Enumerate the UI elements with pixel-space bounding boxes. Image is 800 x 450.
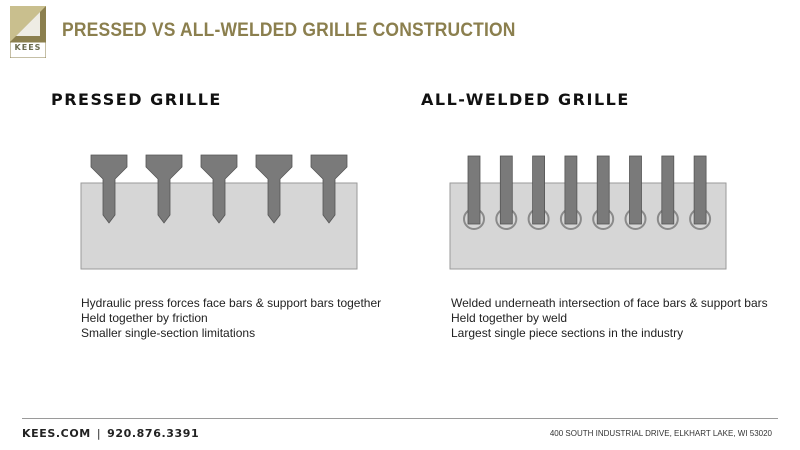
welded-grille-description: Welded underneath intersection of face b…	[451, 296, 768, 341]
welded-face-bar	[499, 155, 513, 225]
pressed-bullet-1: Hydraulic press forces face bars & suppo…	[81, 296, 382, 310]
footer-address: 400 SOUTH INDUSTRIAL DRIVE, ELKHART LAKE…	[549, 429, 772, 438]
welded-bullet-2: Held together by weld	[451, 311, 568, 325]
pressed-bullet-2: Held together by friction	[81, 311, 208, 325]
logo-wordmark: KEES	[14, 43, 42, 52]
pressed-bullet-3: Smaller single-section limitations	[81, 326, 256, 340]
welded-face-bar	[532, 155, 545, 225]
footer-separator: |	[96, 427, 102, 440]
pressed-face-bar	[145, 154, 183, 224]
welded-face-bar	[629, 155, 642, 225]
welded-support-bar	[449, 182, 727, 270]
welded-bullet-1: Welded underneath intersection of face b…	[451, 296, 768, 310]
welded-grille-diagram	[449, 155, 727, 270]
welded-bullet-3: Largest single piece sections in the ind…	[451, 326, 684, 340]
page-title: PRESSED VS ALL-WELDED GRILLE CONSTRUCTIO…	[62, 20, 516, 41]
welded-face-bar	[596, 155, 610, 225]
pressed-face-bar	[310, 154, 348, 224]
footer-divider	[22, 418, 778, 419]
welded-face-bar	[693, 155, 707, 225]
footer-website-link[interactable]: KEES.COM	[22, 427, 91, 440]
welded-face-bar	[467, 155, 481, 225]
footer-phone[interactable]: 920.876.3391	[107, 427, 200, 440]
welded-grille-title: ALL-WELDED GRILLE	[421, 90, 630, 109]
pressed-grille-title: PRESSED GRILLE	[51, 90, 222, 109]
footer-contact: KEES.COM | 920.876.3391	[22, 427, 199, 440]
welded-face-bar	[661, 155, 675, 225]
pressed-face-bar	[255, 154, 293, 224]
pressed-grille-diagram	[80, 154, 358, 270]
kees-logo-icon	[10, 6, 46, 58]
pressed-grille-description: Hydraulic press forces face bars & suppo…	[81, 296, 381, 341]
pressed-face-bar	[200, 154, 238, 224]
welded-face-bar	[564, 155, 578, 225]
pressed-face-bar	[90, 154, 128, 224]
